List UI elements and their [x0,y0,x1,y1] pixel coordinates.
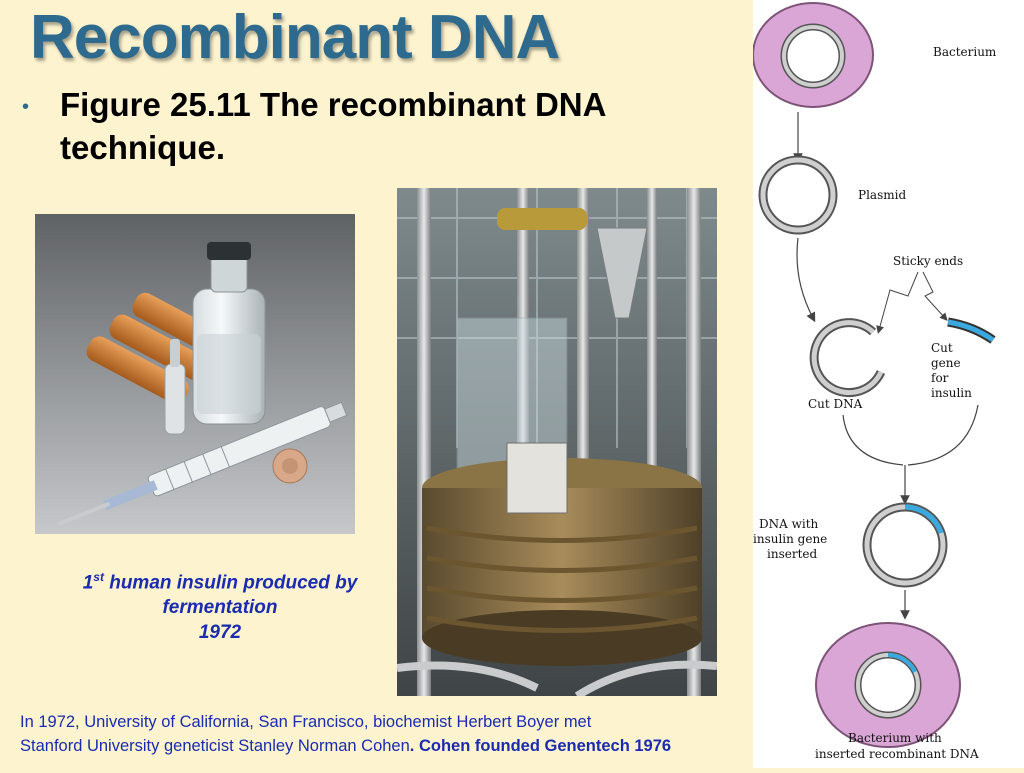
bullet-text: Figure 25.11 The recombinant DNA techniq… [60,86,606,166]
label-cut-gene-4: insulin [931,386,972,400]
bullet-icon: • [22,96,30,118]
label-cut-dna: Cut DNA [808,397,863,411]
caption-year: 1972 [198,621,242,643]
label-final-1: Bacterium with [848,731,942,745]
insulin-vial-photo [35,214,355,534]
footnote-dot: . [409,736,415,755]
recombinant-dna-diagram: Bacterium Plasmid Sticky ends Cut DNA Cu… [752,0,1024,768]
label-inserted-3: inserted [767,547,817,561]
label-plasmid: Plasmid [858,188,906,202]
fermentation-tank-image [397,188,717,696]
history-footnote: In 1972, University of California, San F… [20,711,810,759]
label-cut-gene-2: gene [931,356,961,370]
footnote-line-1: In 1972, University of California, San F… [20,713,592,731]
insulin-vial-image [35,214,355,534]
footnote-line-2: Stanford University geneticist Stanley N… [20,736,410,755]
caption-ordinal-suffix: st [93,570,104,584]
label-cut-gene-3: for [931,371,949,385]
label-final-2: inserted recombinant DNA [815,747,979,761]
label-bacterium: Bacterium [933,45,997,59]
label-sticky-ends: Sticky ends [893,254,963,268]
photo-caption: 1st human insulin produced by fermentati… [45,570,395,645]
label-cut-gene-1: Cut [931,341,953,355]
caption-ordinal: 1 [82,572,94,594]
label-inserted-2: insulin gene [753,532,827,546]
process-diagram-svg: Bacterium Plasmid Sticky ends Cut DNA Cu… [752,0,1024,768]
label-inserted-1: DNA with [759,517,819,531]
caption-text: human insulin produced by fermentation [103,572,358,619]
fermentation-tank-photo [397,188,717,696]
footnote-genentech: Cohen founded Genentech 1976 [414,736,672,755]
slide-title: Recombinant DNA [30,3,560,72]
